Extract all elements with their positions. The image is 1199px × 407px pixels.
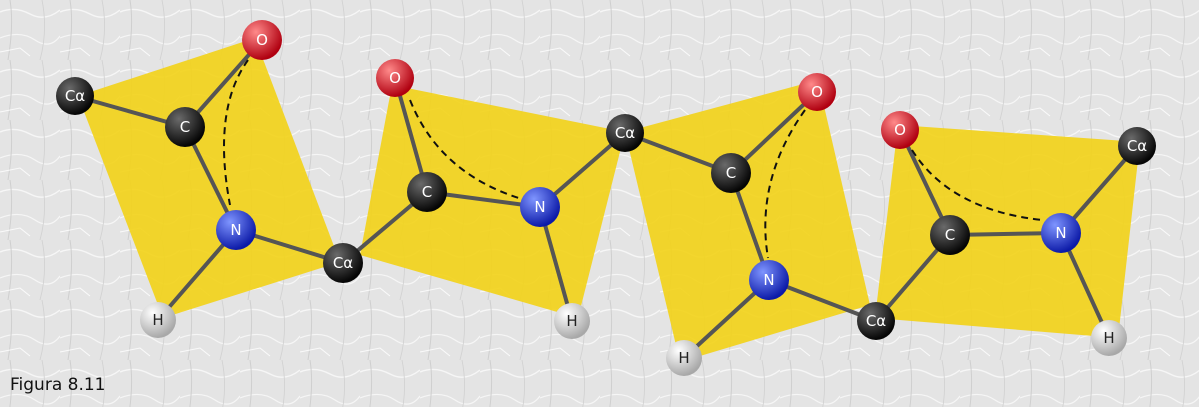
atom-alpha-carbon: Cα bbox=[857, 302, 895, 340]
svg-text:H: H bbox=[1103, 329, 1114, 347]
atom-nitrogen: N bbox=[520, 187, 560, 227]
svg-text:O: O bbox=[811, 83, 823, 101]
svg-text:Cα: Cα bbox=[1127, 137, 1147, 155]
svg-text:H: H bbox=[566, 312, 577, 330]
svg-text:C: C bbox=[422, 183, 432, 201]
resonance-arc bbox=[764, 109, 806, 259]
atom-nitrogen: N bbox=[1041, 213, 1081, 253]
svg-text:N: N bbox=[1055, 224, 1066, 242]
atom-carbon: C bbox=[165, 107, 205, 147]
resonance-arc bbox=[911, 149, 1043, 221]
atom-hydrogen: H bbox=[140, 302, 176, 338]
resonance-arc bbox=[223, 59, 249, 206]
svg-text:O: O bbox=[389, 69, 401, 87]
atom-carbon: C bbox=[711, 153, 751, 193]
figure-caption: Figura 8.11 bbox=[10, 375, 106, 395]
atom-oxygen: O bbox=[242, 20, 282, 60]
atom-nitrogen: N bbox=[749, 260, 789, 300]
svg-text:Cα: Cα bbox=[615, 124, 635, 142]
atom-nitrogen: N bbox=[216, 210, 256, 250]
svg-text:O: O bbox=[894, 121, 906, 139]
svg-text:H: H bbox=[678, 349, 689, 367]
svg-text:O: O bbox=[256, 31, 268, 49]
svg-text:Cα: Cα bbox=[333, 254, 353, 272]
svg-text:Cα: Cα bbox=[866, 312, 886, 330]
svg-text:N: N bbox=[534, 198, 545, 216]
atom-hydrogen: H bbox=[1091, 320, 1127, 356]
atom-oxygen: O bbox=[798, 73, 836, 111]
atom-alpha-carbon: Cα bbox=[1118, 127, 1156, 165]
svg-text:Cα: Cα bbox=[65, 87, 85, 105]
svg-text:C: C bbox=[180, 118, 190, 136]
atom-alpha-carbon: Cα bbox=[56, 77, 94, 115]
resonance-arcs bbox=[223, 59, 1043, 259]
atoms: Cα C O N H Cα bbox=[56, 20, 1156, 376]
atom-alpha-carbon: Cα bbox=[606, 114, 644, 152]
atom-hydrogen: H bbox=[554, 303, 590, 339]
atom-alpha-carbon: Cα bbox=[323, 243, 363, 283]
svg-text:C: C bbox=[726, 164, 736, 182]
resonance-arc bbox=[409, 99, 526, 201]
atom-oxygen: O bbox=[376, 59, 414, 97]
svg-text:C: C bbox=[945, 226, 955, 244]
atom-oxygen: O bbox=[881, 111, 919, 149]
svg-text:H: H bbox=[152, 311, 163, 329]
atom-carbon: C bbox=[407, 172, 447, 212]
svg-text:N: N bbox=[763, 271, 774, 289]
atom-carbon: C bbox=[930, 215, 970, 255]
peptide-plane bbox=[875, 125, 1140, 338]
svg-text:N: N bbox=[230, 221, 241, 239]
atom-hydrogen: H bbox=[666, 340, 702, 376]
